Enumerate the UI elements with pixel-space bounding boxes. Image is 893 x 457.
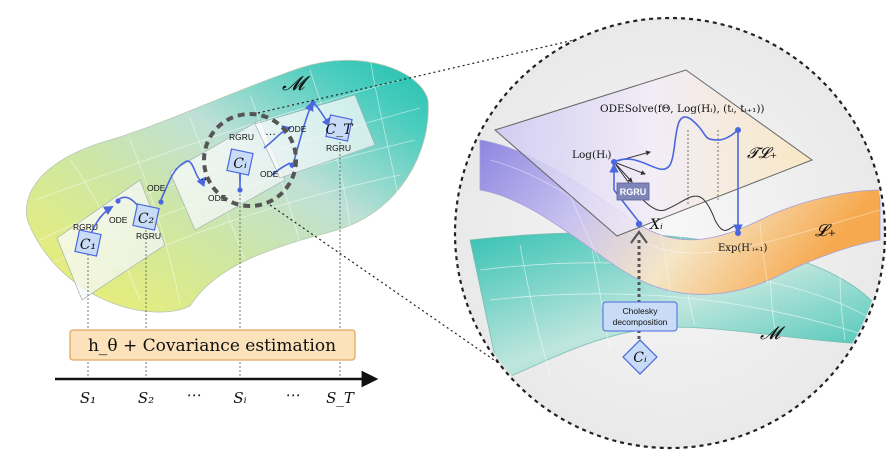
manifold-label-right: 𝓜 xyxy=(760,323,786,344)
ode-label-2: ODE xyxy=(147,183,166,193)
node-ci-right-label: Cᵢ xyxy=(633,350,647,366)
cholesky-box: Cholesky decomposition xyxy=(602,301,678,332)
tick-s2: S₂ xyxy=(138,389,154,407)
dots-label-1: … xyxy=(200,171,211,183)
tangent-space-label: 𝓣𝓛₊ xyxy=(747,144,777,162)
node-c2: C₂ xyxy=(132,203,160,231)
log-h-label: Log(Hᵢ) xyxy=(572,149,611,161)
x-i-label: Xᵢ xyxy=(649,217,663,233)
zoom-circle-small xyxy=(202,112,298,208)
node-ci: Cᵢ xyxy=(226,148,254,176)
node-c2-label: C₂ xyxy=(138,211,155,227)
tick-si: Sᵢ xyxy=(233,389,246,407)
tick-dots-2: ⋯ xyxy=(285,386,300,404)
rgru-label-1: RGRU xyxy=(73,222,98,232)
tick-dots-1: ⋯ xyxy=(186,386,201,404)
node-ct-label: C_T xyxy=(325,122,354,138)
left-annotations: RGRU RGRU RGRU RGRU ODE ODE ODE ODE ODE … xyxy=(73,124,351,241)
rgru-label-2: RGRU xyxy=(136,231,161,241)
cholesky-box-line2: decomposition xyxy=(613,317,668,327)
rgru-box-label: RGRU xyxy=(620,187,647,197)
zoom-connectors xyxy=(257,33,601,379)
tangent-plane xyxy=(493,69,814,237)
ode-label-5: ODE xyxy=(288,124,307,134)
node-ci-label: Cᵢ xyxy=(233,156,247,172)
ode-label-1: ODE xyxy=(109,215,128,225)
rgru-label-3: RGRU xyxy=(229,132,254,142)
tick-s1: S₁ xyxy=(80,389,96,407)
node-c1: C₁ xyxy=(74,229,102,257)
covariance-bar-label: h_θ + Covariance estimation xyxy=(88,336,336,356)
tick-st: S_T xyxy=(326,389,355,407)
rgru-label-4: RGRU xyxy=(326,143,351,153)
ode-label-4: ODE xyxy=(260,169,279,179)
node-ct: C_T xyxy=(325,114,354,142)
exp-h-label: Exp(H′ᵢ₊₁) xyxy=(718,243,768,254)
node-c1-label: C₁ xyxy=(80,237,96,253)
covariance-bar: h_θ + Covariance estimation xyxy=(69,329,356,361)
trajectory-dots xyxy=(115,100,316,205)
ode-label-3: ODE xyxy=(208,193,227,203)
node-ci-right: Cᵢ xyxy=(622,339,658,375)
left-nodes: C₁ C₂ Cᵢ C_T xyxy=(74,114,354,257)
dots-label-2: … xyxy=(265,126,276,138)
cholesky-box-line1: Cholesky xyxy=(623,306,659,316)
rgru-box: RGRU xyxy=(616,182,650,201)
timeline: S₁ S₂ ⋯ Sᵢ ⋯ S_T xyxy=(55,370,379,407)
ode-solve-label: ODESolve(fΘ, Log(Hᵢ), (tᵢ, tᵢ₊₁)) xyxy=(600,103,765,115)
cholesky-space-label: 𝓛₊ xyxy=(815,221,836,241)
